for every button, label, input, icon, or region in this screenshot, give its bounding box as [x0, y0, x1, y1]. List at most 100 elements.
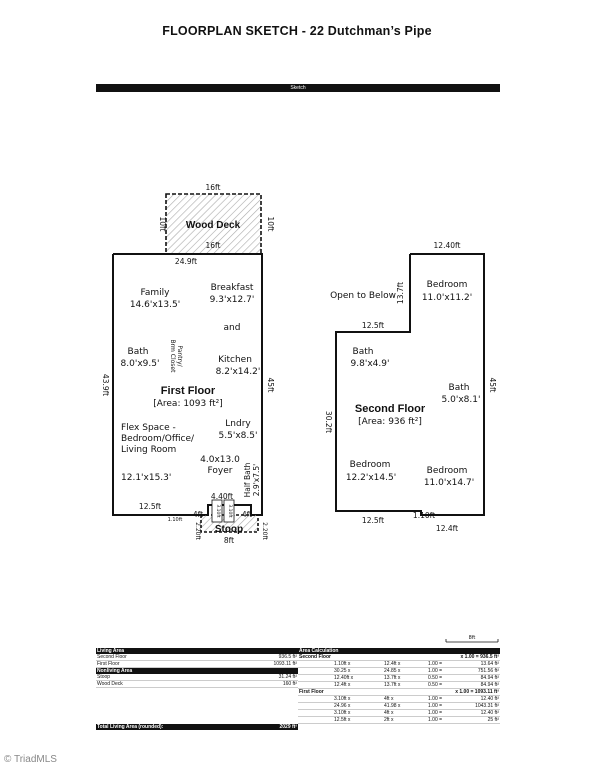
- sf-dim-bottom-jog: 1.10ft: [413, 511, 435, 520]
- calc-cell: 3.10ft x: [334, 696, 351, 702]
- calc-cell: 1.00 =: [428, 717, 443, 723]
- room-bedroom-1: Bedroom: [427, 280, 468, 290]
- ff-dim-left: 43.9ft: [101, 374, 110, 396]
- room-living: Living Room: [121, 445, 176, 455]
- calc-cell: 24.85 x: [384, 668, 401, 674]
- calc-cell: 12.4ft x: [334, 682, 351, 688]
- sf-dim-step: 12.5ft: [362, 321, 384, 330]
- calc-cell: 1.00 =: [428, 668, 443, 674]
- living-area-header: Living Area: [96, 648, 298, 654]
- deck-dim-left: 10ft: [158, 217, 167, 232]
- second-floor-outline: [335, 253, 485, 516]
- calc-section-total: x 1.00 = 936.5 ft²: [460, 654, 500, 660]
- calc-cell: 1043.31 ft²: [475, 703, 499, 709]
- room-foyer: Foyer: [208, 466, 233, 476]
- calc-section-total: x 1.00 = 1093.11 ft²: [455, 689, 499, 695]
- total-living-area: Total Living Area (rounded): 2029 ft²: [96, 724, 298, 730]
- calc-cell: 41.98 x: [384, 703, 401, 709]
- room-breakfast: Breakfast: [211, 283, 254, 293]
- table-row: First Floor 1093.11 ft²: [96, 661, 298, 668]
- calc-section-name: First Floor: [299, 689, 324, 695]
- room-bedroom-3-size: 11.0'x14.7': [424, 478, 474, 488]
- room-bedroom-2-size: 12.2'x14.5': [346, 473, 396, 483]
- sf-dim-left-step: 13.7ft: [396, 282, 405, 304]
- calc-cell: 3.10ft x: [334, 710, 351, 716]
- deck-dim-bottom: 16ft: [206, 241, 221, 250]
- room-lndry: Lndry: [225, 419, 251, 429]
- watermark: © TriadMLS: [4, 754, 57, 765]
- first-floor-outline: [112, 253, 263, 516]
- sketch-header-bar: Sketch: [96, 84, 500, 92]
- calc-cell: 13.7ft x: [384, 682, 401, 688]
- room-family: Family: [141, 288, 171, 298]
- la-row-value: 936.5 ft²: [278, 654, 297, 660]
- room-lndry-size: 5.5'x8.5': [219, 431, 258, 441]
- room-pantry: Pantry/: [176, 345, 183, 367]
- first-floor-area: [Area: 1093 ft²]: [153, 399, 223, 409]
- sf-dim-left: 30.2ft: [324, 411, 333, 433]
- wood-deck: [165, 193, 262, 255]
- stoop-dim-bottom: 8ft: [224, 536, 234, 545]
- deck-dim-right: 10ft: [266, 217, 275, 232]
- calc-cell: 25 ft²: [487, 717, 499, 723]
- room-and: and: [224, 323, 241, 333]
- room-family-size: 14.6'x13.5': [130, 300, 180, 310]
- nonliving-area-header: Nonliving Area: [96, 668, 298, 674]
- table-row: Second Floor x 1.00 = 936.5 ft²: [298, 654, 500, 661]
- la-row-label: Second Floor: [97, 654, 127, 660]
- room-bedroom-1-size: 11.0'x11.2': [422, 293, 472, 303]
- sf-dim-bottom-left: 12.5ft: [362, 516, 384, 525]
- sf-dim-right: 45ft: [488, 378, 497, 393]
- ff-dim-top: 24.9ft: [175, 257, 197, 266]
- area-calc-header: Area Calculation: [298, 648, 500, 654]
- room-bedroom-3: Bedroom: [427, 466, 468, 476]
- room-bath-3: Bath: [449, 383, 470, 393]
- table-row: Stoop 31.24 ft²: [96, 674, 298, 681]
- room-pantry-sub: Brm Closet: [169, 340, 176, 374]
- area-calculation-table: Area Calculation Second Floor x 1.00 = 9…: [298, 648, 500, 724]
- calc-cell: 24.96 x: [334, 703, 351, 709]
- la-row-value: 1093.11 ft²: [273, 661, 297, 667]
- stoop-dim-right: 2.20ft: [261, 522, 268, 540]
- la-row-label: First Floor: [97, 661, 120, 667]
- total-value: 2029 ft²: [279, 724, 297, 730]
- calc-cell: 13.7ft x: [384, 675, 401, 681]
- calc-cell: 12.5ft x: [334, 717, 351, 723]
- room-bath-2-size: 9.8'x4.9': [351, 359, 390, 369]
- room-kitchen-size: 8.2'x14.2': [216, 367, 261, 377]
- sf-dim-top: 12.40ft: [434, 241, 461, 250]
- calc-cell: 12.4ft x: [384, 661, 401, 667]
- calc-cell: 751.56 ft²: [477, 668, 499, 674]
- scale-label: 8ft: [469, 635, 476, 641]
- calc-cell: 1.00 =: [428, 661, 443, 667]
- stoop-dim-left: 2.20ft: [194, 522, 201, 540]
- calc-cell: 84.94 ft²: [480, 682, 499, 688]
- calc-cell: 12.40 ft²: [480, 696, 499, 702]
- room-breakfast-size: 9.3'x12.7': [210, 295, 255, 305]
- calc-cell: 0.50 =: [428, 682, 443, 688]
- calc-cell: 84.94 ft²: [480, 675, 499, 681]
- room-halfbath-size: 2.9'x7.5': [252, 464, 261, 496]
- deck-label: Wood Deck: [186, 220, 241, 231]
- room-foyer-size: 4.0x13.0: [200, 455, 240, 465]
- calc-cell: 13.64 ft²: [480, 661, 499, 667]
- room-bedroom-2: Bedroom: [350, 460, 391, 470]
- living-area-table: Living Area Second Floor 936.5 ft² First…: [96, 648, 298, 730]
- total-label: Total Living Area (rounded):: [97, 724, 164, 730]
- stoop-left-w: 3.10ft: [215, 504, 221, 518]
- calc-cell: 0.50 =: [428, 675, 443, 681]
- room-flex-sub: Bedroom/Office/: [121, 434, 195, 444]
- la-row-value: 160 ft²: [282, 681, 297, 687]
- room-living-size: 12.1'x15.3': [121, 473, 171, 483]
- room-halfbath: Half Bath: [243, 462, 252, 497]
- room-bath-size: 8.0'x9.5': [121, 359, 160, 369]
- second-floor-name: Second Floor: [355, 403, 426, 415]
- ff-dim-right: 45ft: [266, 378, 275, 393]
- ff-dim-bottom-mid: 4.40ft: [211, 492, 233, 501]
